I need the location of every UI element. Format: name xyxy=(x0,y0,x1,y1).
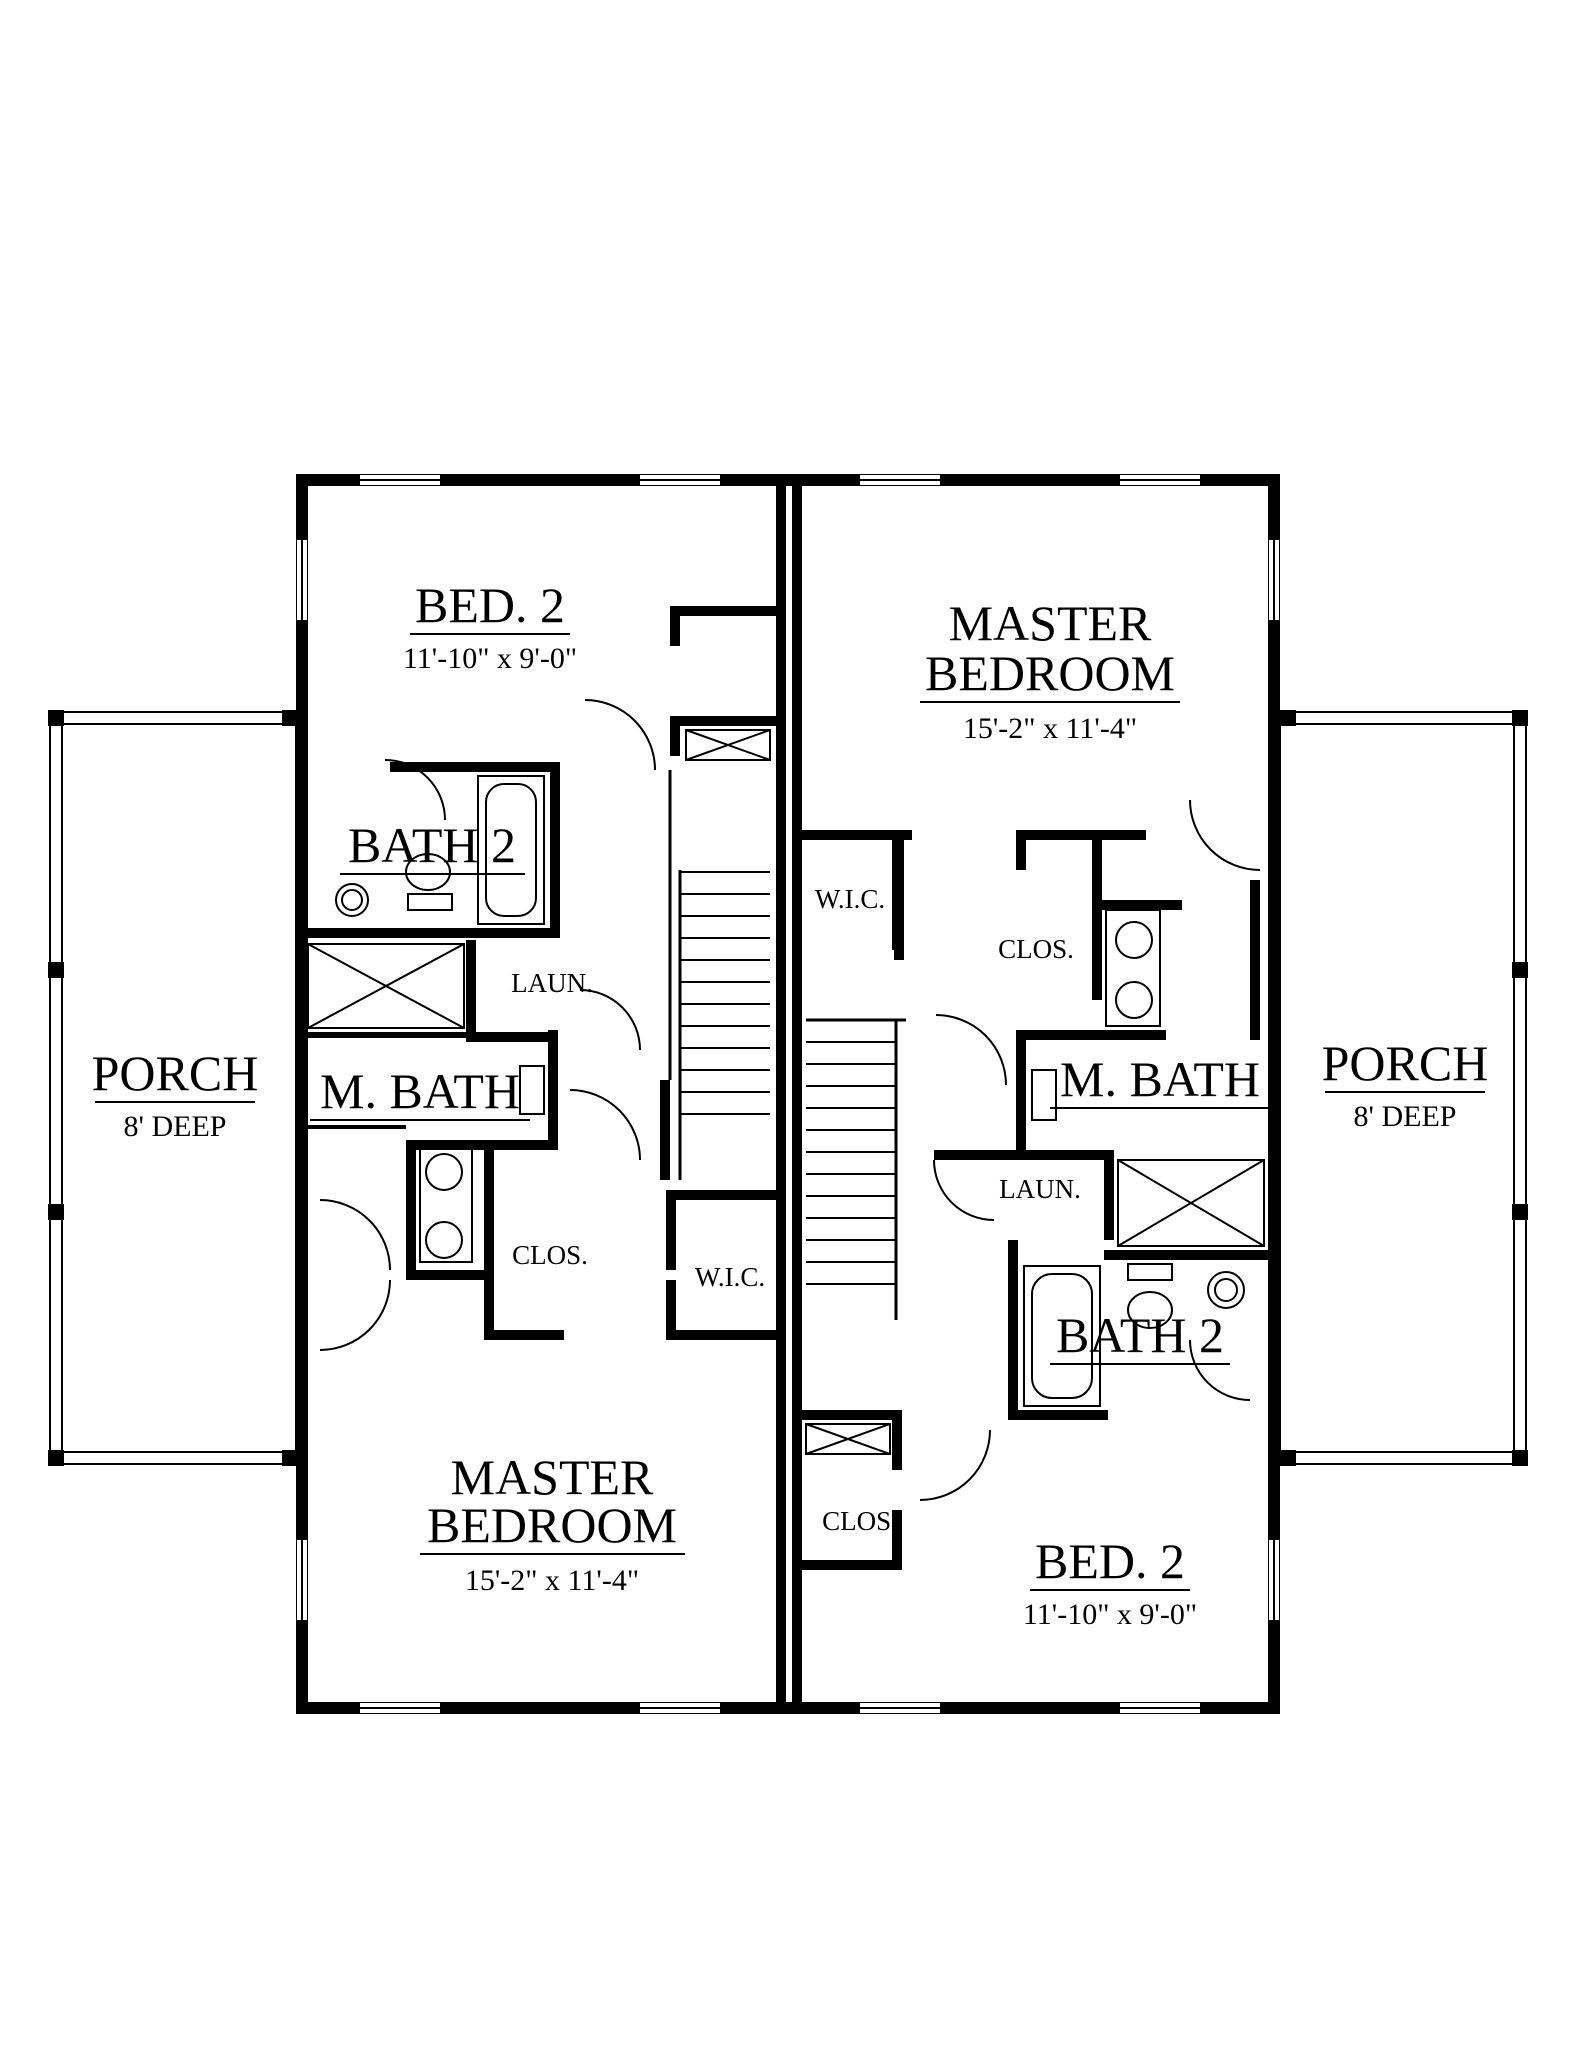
left-unit-labels: PORCH 8' DEEP BED. 2 11'-10" x 9'-0" BAT… xyxy=(92,577,766,1597)
left-laundry-label: LAUN. xyxy=(511,968,593,998)
right-mbath-label: M. BATH xyxy=(1060,1051,1260,1107)
left-wic-label: W.I.C. xyxy=(695,1262,765,1292)
right-closet-lower-label: CLOS. xyxy=(822,1506,898,1536)
windows xyxy=(297,475,1279,1713)
right-porch-label: PORCH xyxy=(1322,1035,1489,1091)
right-unit-labels: PORCH 8' DEEP MASTER BEDROOM 15'-2" x 11… xyxy=(815,595,1489,1631)
left-bath2-label: BATH 2 xyxy=(348,817,516,873)
left-master-bedroom-label-2: BEDROOM xyxy=(427,1497,677,1553)
left-master-bedroom-size: 15'-2" x 11'-4" xyxy=(465,1564,639,1597)
right-master-bedroom-size: 15'-2" x 11'-4" xyxy=(963,712,1137,745)
porch-right xyxy=(1279,710,1528,1466)
exterior-walls xyxy=(296,474,1280,1714)
left-bed2-size: 11'-10" x 9'-0" xyxy=(403,642,577,675)
right-bath2-label: BATH 2 xyxy=(1056,1307,1224,1363)
right-bed2-size: 11'-10" x 9'-0" xyxy=(1023,1598,1197,1631)
right-laundry-label: LAUN. xyxy=(999,1174,1081,1204)
right-master-bedroom-label-1: MASTER xyxy=(949,595,1152,651)
right-wic-label: W.I.C. xyxy=(815,884,885,914)
right-unit-walls xyxy=(685,729,1280,1570)
left-closet-label: CLOS. xyxy=(512,1240,588,1270)
left-bed2-label: BED. 2 xyxy=(415,577,565,633)
left-porch-label: PORCH xyxy=(92,1045,259,1101)
left-porch-size: 8' DEEP xyxy=(124,1110,227,1143)
left-unit-walls xyxy=(296,606,776,1351)
porch-left xyxy=(48,710,298,1466)
left-master-bedroom-label-1: MASTER xyxy=(451,1449,654,1505)
right-master-bedroom-label-2: BEDROOM xyxy=(925,645,1175,701)
left-mbath-label: M. BATH xyxy=(320,1063,520,1119)
right-porch-size: 8' DEEP xyxy=(1354,1100,1457,1133)
right-closet-upper-label: CLOS. xyxy=(998,934,1074,964)
right-bed2-label: BED. 2 xyxy=(1035,1533,1185,1589)
